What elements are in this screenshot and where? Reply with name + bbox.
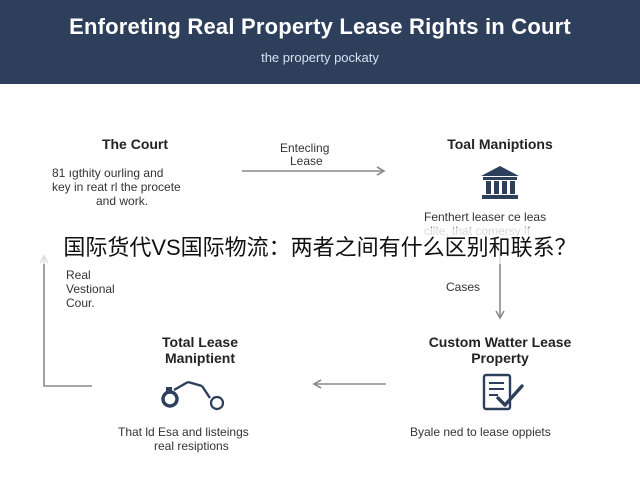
overlay-caption: 国际货代VS国际物流：两者之间有什么区别和联系？ [0, 228, 640, 264]
node-custom-title-1: Custom Watter Lease [428, 334, 572, 350]
node-court-text-3: and work. [96, 194, 149, 208]
node-total-text-1: That ld Esa and listeings [118, 425, 249, 439]
node-court-title: The Court [101, 136, 169, 152]
node-court-text-1: 81 ıgthity ourling and [52, 166, 164, 180]
node-total-title-2: Maniptient [165, 350, 235, 366]
courthouse-icon [478, 164, 522, 207]
edge-label-right: Cases [446, 280, 481, 294]
arrow-total-to-court [39, 254, 92, 387]
node-manip-text-1: Fenthert leaser ce leas [424, 210, 547, 224]
node-total-text-2: real resiptions [154, 439, 229, 453]
edge-label-top-2: Lease [290, 154, 323, 168]
edge-label-left-2: Vestional [66, 282, 115, 296]
edge-label-top-1: Entecling [280, 141, 330, 155]
node-custom-title-2: Property [471, 350, 529, 366]
handcuffs-icon [158, 372, 230, 417]
node-manip-title: Toal Maniptions [447, 136, 553, 152]
page-subtitle: the property pockaty [261, 50, 379, 65]
edge-label-left-1: Real [66, 268, 91, 282]
node-total-title-1: Total Lease [162, 334, 238, 350]
edge-label-left-3: Cour. [66, 296, 95, 310]
node-court-text-2: key in reat rl the procete [52, 180, 181, 194]
header-banner: Enforeting Real Property Lease Rights in… [0, 0, 640, 84]
node-custom-text: Byale ned to lease oppiets [410, 425, 551, 439]
document-check-icon [480, 372, 526, 419]
page-title: Enforeting Real Property Lease Rights in… [69, 14, 571, 39]
